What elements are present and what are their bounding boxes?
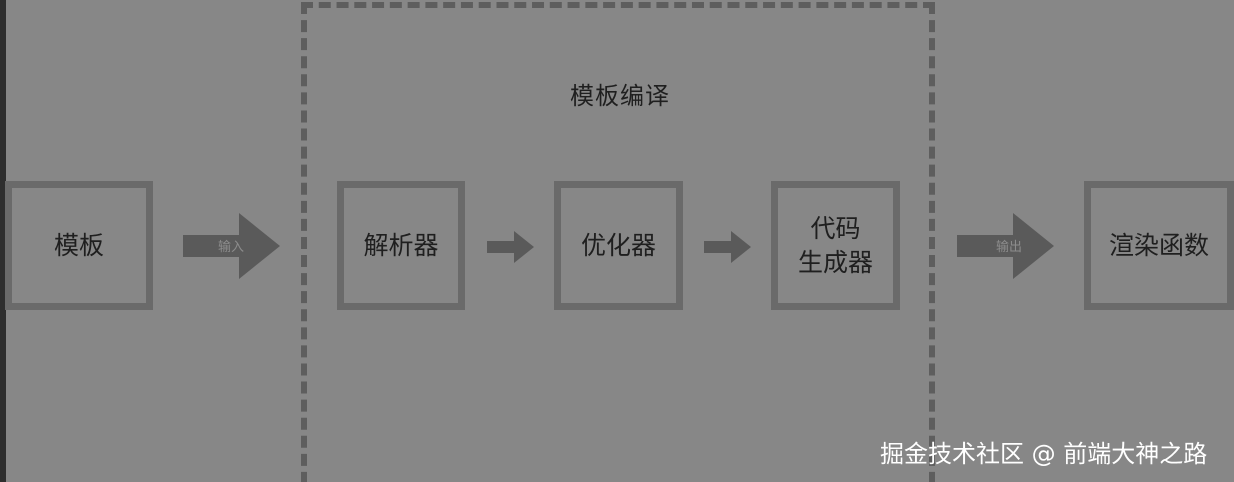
node-render-function-label: 渲染函数 — [1108, 230, 1209, 260]
node-template-label: 模板 — [53, 230, 104, 260]
left-edge-line — [0, 0, 6, 482]
arrow-optimizer-to-codegen — [704, 231, 751, 263]
arrow-input — [183, 213, 280, 279]
node-parser: 解析器 — [337, 181, 465, 310]
node-codegen-label: 代码 生成器 — [797, 213, 873, 277]
group-title: 模板编译 — [570, 82, 670, 110]
arrow-optimizer-to-codegen-shape — [704, 231, 751, 263]
node-parser-label: 解析器 — [363, 230, 439, 260]
arrow-output — [957, 213, 1054, 279]
template-compile-group — [301, 2, 935, 482]
watermark: 掘金技术社区 @ 前端大神之路 — [880, 440, 1208, 468]
arrow-input-label: 输入 — [218, 240, 245, 255]
arrow-parser-to-optimizer-shape — [487, 231, 534, 263]
node-template: 模板 — [5, 181, 153, 310]
node-optimizer-label: 优化器 — [580, 230, 656, 260]
node-optimizer: 优化器 — [554, 181, 683, 310]
arrow-output-shape — [957, 213, 1054, 279]
arrow-parser-to-optimizer — [487, 231, 534, 263]
arrow-output-label: 输出 — [996, 240, 1023, 255]
node-render-function: 渲染函数 — [1084, 181, 1234, 310]
node-codegen: 代码 生成器 — [771, 181, 900, 310]
arrow-input-shape — [183, 213, 280, 279]
